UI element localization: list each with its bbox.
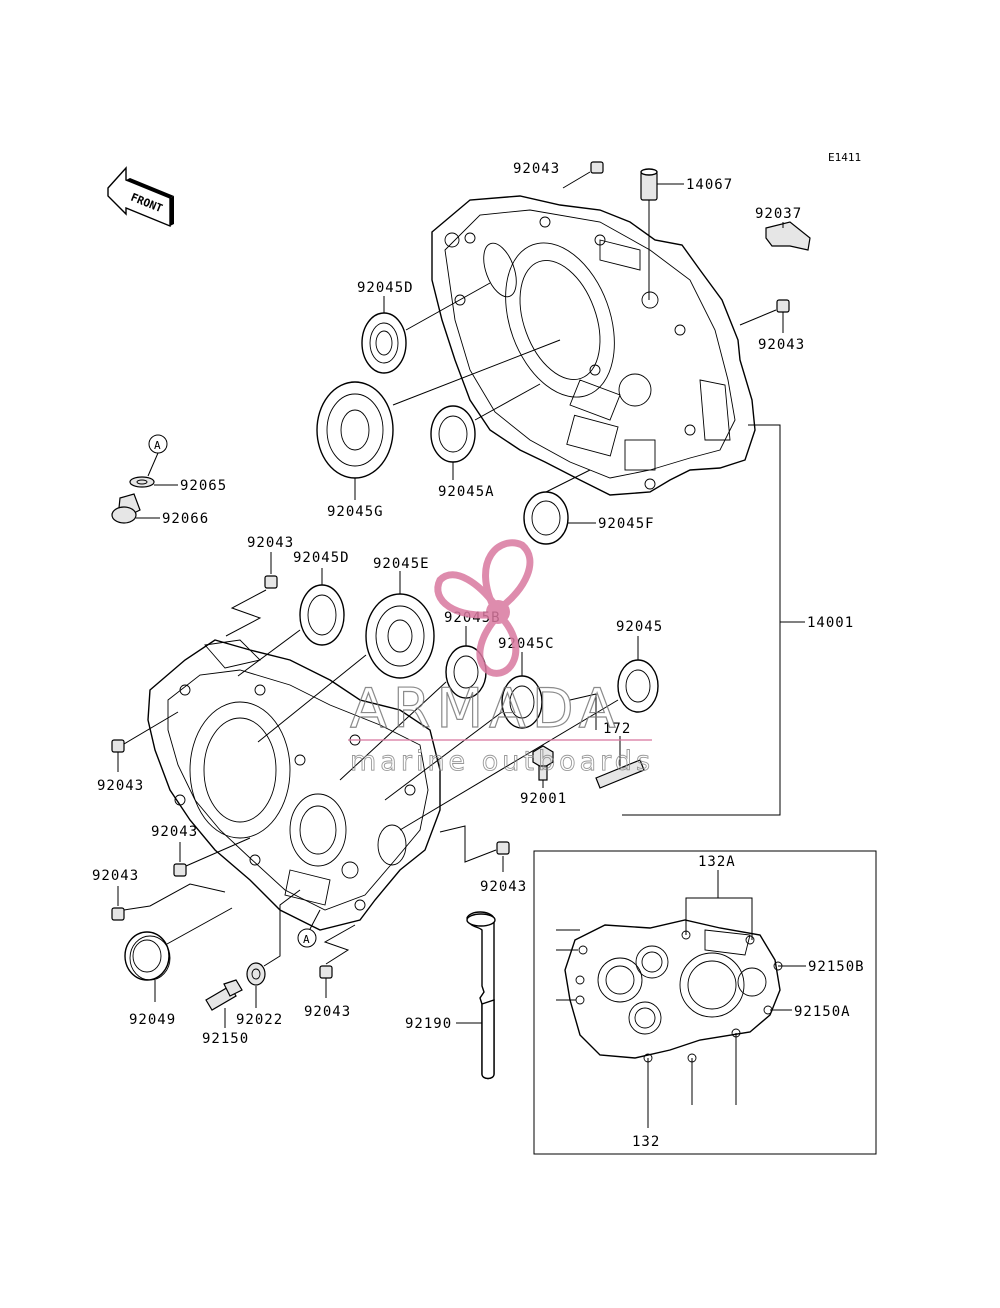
diagram-code: E1411	[828, 151, 861, 164]
dowel-pin-left-2	[173, 863, 187, 877]
left-crankcase-half	[147, 639, 441, 931]
bolt-92001	[532, 745, 554, 781]
inset-bolt-layout	[533, 850, 877, 1155]
callout-92045f: 92045F	[598, 516, 655, 532]
ref-a-bottom-marker: A	[297, 928, 317, 948]
watermark-brand: ARMADA	[350, 677, 622, 740]
callout-92043-left2: 92043	[151, 824, 198, 840]
dowel-pin-top	[590, 161, 604, 174]
callout-92066: 92066	[162, 511, 209, 527]
callout-92045d-upper: 92045D	[357, 280, 414, 296]
callout-92045e: 92045E	[373, 556, 430, 572]
plug-92066	[111, 493, 141, 524]
bearing-92045	[617, 659, 659, 713]
callout-14067: 14067	[686, 177, 733, 193]
callout-132: 132	[632, 1134, 660, 1150]
callout-92150a: 92150A	[794, 1004, 851, 1020]
washer-92022	[246, 962, 266, 986]
right-crankcase-half	[431, 195, 756, 496]
callout-92043-left: 92043	[97, 778, 144, 794]
callout-92045c: 92045C	[498, 636, 555, 652]
front-arrow-icon: FRONT	[107, 166, 174, 228]
callout-92043-center: 92043	[480, 879, 527, 895]
callout-92022: 92022	[236, 1012, 283, 1028]
armada-watermark: ARMADA marine outboards	[348, 539, 654, 777]
callout-92190: 92190	[405, 1016, 452, 1032]
washer-92065	[129, 476, 155, 488]
callout-14001: 14001	[807, 615, 854, 631]
callout-92150: 92150	[202, 1031, 249, 1047]
dowel-pin-bottom	[319, 965, 333, 979]
callout-92065: 92065	[180, 478, 227, 494]
bearing-92045e	[365, 593, 435, 679]
ref-a-top-label: A	[154, 439, 161, 452]
ref-a-bottom-label: A	[303, 933, 310, 946]
callout-92043-left3: 92043	[92, 868, 139, 884]
callout-92043-right: 92043	[758, 337, 805, 353]
bearing-92045g	[316, 381, 394, 479]
callout-92045d-lower: 92045D	[293, 550, 350, 566]
callout-92043-bottom: 92043	[304, 1004, 351, 1020]
callout-92037: 92037	[755, 206, 802, 222]
callout-132a: 132A	[698, 854, 736, 870]
callout-92045: 92045	[616, 619, 663, 635]
callout-14001-bracket	[622, 424, 781, 816]
callout-92043-top: 92043	[513, 161, 560, 177]
callout-92001: 92001	[520, 791, 567, 807]
dowel-pin-mid	[264, 575, 278, 589]
sleeve-14067	[640, 168, 658, 201]
propeller-logo-icon	[434, 539, 534, 677]
dowel-pin-left	[111, 739, 125, 753]
bearing-92045d-upper	[361, 312, 407, 374]
bearing-92045a	[430, 405, 476, 463]
fitting-92150	[205, 979, 243, 1011]
callout-92045a: 92045A	[438, 484, 495, 500]
dowel-pin-right	[776, 299, 790, 313]
callout-172: 172	[603, 721, 631, 737]
ref-a-top-marker: A	[148, 434, 168, 454]
dowel-pin-center	[496, 841, 510, 855]
callout-92150b: 92150B	[808, 959, 865, 975]
watermark-tagline: marine outboards	[350, 746, 654, 777]
callout-92049: 92049	[129, 1012, 176, 1028]
callout-92043-mid: 92043	[247, 535, 294, 551]
oil-seal-92049	[124, 931, 171, 981]
clamp-92037	[765, 221, 811, 251]
breather-hose-92190	[466, 911, 496, 1080]
stud-172	[595, 759, 645, 789]
bearing-92045f	[523, 491, 569, 545]
bearing-92045d-lower	[299, 584, 345, 646]
dowel-pin-left-3	[111, 907, 125, 921]
callout-92045g: 92045G	[327, 504, 384, 520]
